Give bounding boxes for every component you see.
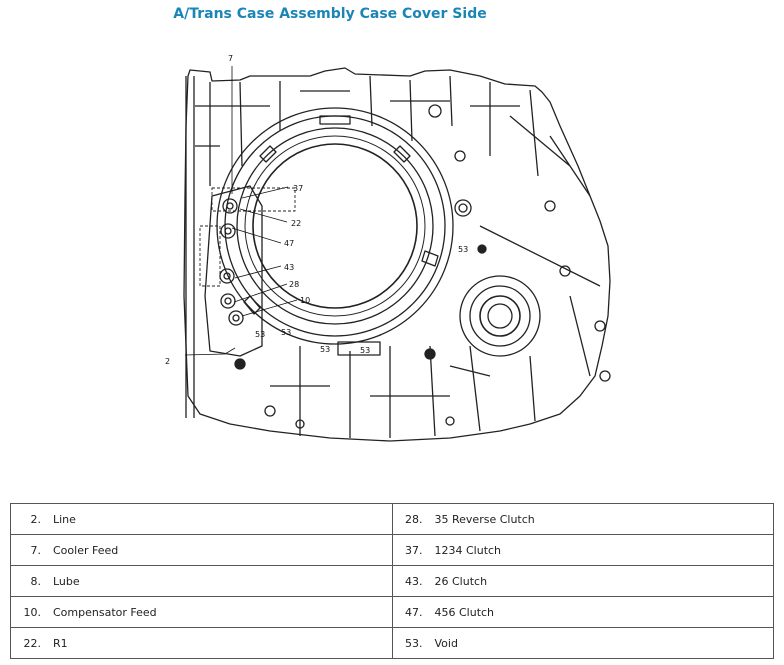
legend-cell-left: 22. R1 [10, 627, 393, 659]
callout-7: 7 [228, 54, 233, 63]
legend-cell-left: 8. Lube [10, 565, 393, 597]
legend-label: Cooler Feed [53, 543, 119, 557]
callout-10: 10 [300, 296, 310, 305]
main-bore-inner [252, 143, 418, 309]
legend-number: 22. [23, 636, 42, 650]
passage-cluster [204, 185, 263, 357]
callout-53-right: 53 [458, 245, 468, 254]
legend-cell-left: 7. Cooler Feed [10, 534, 393, 566]
legend-number: 37. [405, 543, 423, 557]
legend-number: 7. [30, 543, 42, 557]
callout-22: 22 [291, 219, 301, 228]
legend-cell-right: 53. Void [391, 627, 774, 659]
case-outline [183, 67, 611, 442]
callout-37: 37 [293, 184, 303, 193]
legend-label: Lube [53, 574, 80, 588]
callout-53-left: 53 [255, 330, 265, 339]
legend-cell-right: 28. 35 Reverse Clutch [391, 503, 774, 535]
legend-label: Compensator Feed [53, 605, 157, 619]
callout-53-mid: 53 [281, 328, 291, 337]
legend-label: 26 Clutch [434, 574, 488, 588]
legend-number: 53. [405, 636, 423, 650]
right-bore-outer [459, 275, 541, 357]
legend-number: 2. [30, 512, 42, 526]
legend-row: 2. Line 28. 35 Reverse Clutch [10, 503, 774, 535]
legend-label: Line [53, 512, 76, 526]
legend-number: 28. [405, 512, 423, 526]
legend-number: 43. [405, 574, 423, 588]
legend-number: 8. [30, 574, 42, 588]
legend-row: 22. R1 53. Void [10, 627, 774, 659]
legend-label: 456 Clutch [434, 605, 495, 619]
callout-53-bottom-a: 53 [320, 345, 330, 354]
callout-2: 2 [165, 357, 170, 366]
legend-cell-left: 2. Line [10, 503, 393, 535]
callout-53-bottom-b: 53 [360, 346, 370, 355]
legend-row: 10. Compensator Feed 47. 456 Clutch [10, 596, 774, 628]
legend-number: 47. [405, 605, 423, 619]
transmission-case-diagram: 7 37 22 47 43 28 10 2 53 53 53 53 53 [165, 54, 611, 442]
legend-label: 35 Reverse Clutch [434, 512, 535, 526]
callout-28: 28 [289, 280, 299, 289]
callout-47: 47 [284, 239, 294, 248]
left-flange [185, 76, 195, 418]
legend-cell-left: 10. Compensator Feed [10, 596, 393, 628]
legend-cell-right: 43. 26 Clutch [391, 565, 774, 597]
page-title: A/Trans Case Assembly Case Cover Side [173, 6, 487, 22]
legend-label: 1234 Clutch [434, 543, 502, 557]
legend-label: R1 [53, 636, 68, 650]
callout-43: 43 [284, 263, 294, 272]
legend-row: 8. Lube 43. 26 Clutch [10, 565, 774, 597]
legend-row: 7. Cooler Feed 37. 1234 Clutch [10, 534, 774, 566]
legend-label: Void [434, 636, 458, 650]
legend-number: 10. [23, 605, 42, 619]
legend-cell-right: 47. 456 Clutch [391, 596, 774, 628]
legend-cell-right: 37. 1234 Clutch [391, 534, 774, 566]
legend-table: 2. Line 28. 35 Reverse Clutch 7. Cooler Feed 3… [10, 503, 774, 659]
